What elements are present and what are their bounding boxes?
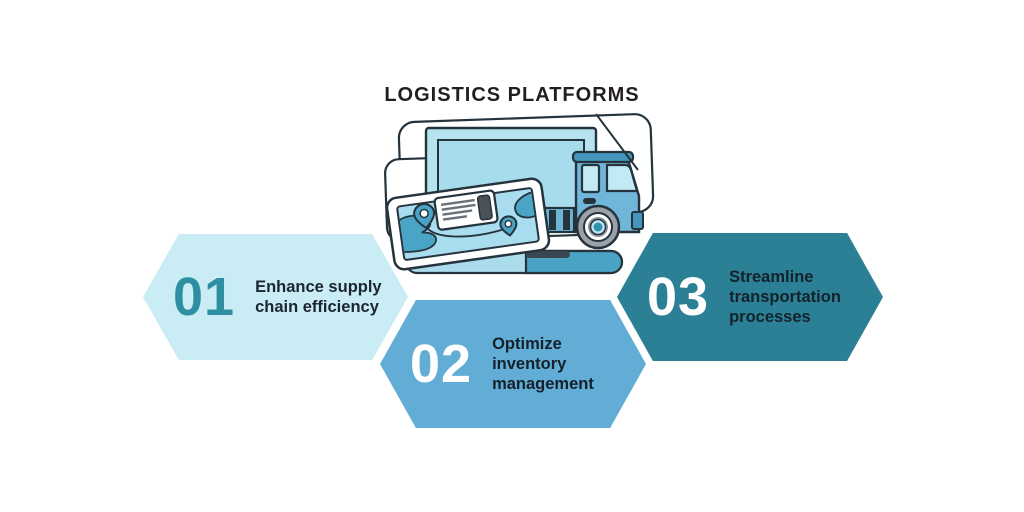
hexagon-step-1: 01 Enhance supply chain efficiency xyxy=(143,234,408,360)
truck-bumper xyxy=(631,211,644,230)
map-route-line xyxy=(425,225,506,238)
truck-illustration xyxy=(384,113,655,275)
hexagon-step-3: 03 Streamline transportation processes xyxy=(617,233,883,361)
page-title: LOGISTICS PLATFORMS xyxy=(384,84,640,106)
step-label-line: management xyxy=(492,375,594,393)
step-number: 03 xyxy=(647,267,710,327)
truck-windshield xyxy=(605,163,639,193)
truck-roof xyxy=(571,150,635,164)
step-label-line: transportation xyxy=(729,288,841,306)
step-number: 02 xyxy=(410,334,473,394)
truck-side-window xyxy=(580,163,601,194)
label-barcode-block xyxy=(476,194,493,221)
logistics-map-screen xyxy=(385,177,551,271)
map-pin-icon-small xyxy=(499,215,518,237)
step-number: 01 xyxy=(173,267,236,327)
map-landmass-right xyxy=(514,190,538,219)
step-label-line: Optimize xyxy=(492,335,562,353)
step-label-line: Streamline xyxy=(729,268,814,286)
step-label-line: processes xyxy=(729,308,811,326)
map-pin-icon xyxy=(413,203,436,230)
step-label: Optimize inventory management xyxy=(492,334,594,394)
step-label: Enhance supply chain efficiency xyxy=(255,277,382,317)
hexagon-step-2: 02 Optimize inventory management xyxy=(380,300,646,428)
step-label-line: Enhance supply xyxy=(255,278,382,296)
shipping-label-card xyxy=(433,189,499,231)
truck-door-handle xyxy=(583,198,596,204)
step-label-line: chain efficiency xyxy=(255,298,379,316)
truck-wheel xyxy=(575,204,621,250)
step-label: Streamline transportation processes xyxy=(729,267,841,327)
step-label-line: inventory xyxy=(492,355,567,373)
truck-antenna xyxy=(595,113,639,171)
truck-cab xyxy=(571,113,644,234)
laptop-hinge-notch xyxy=(526,251,570,258)
